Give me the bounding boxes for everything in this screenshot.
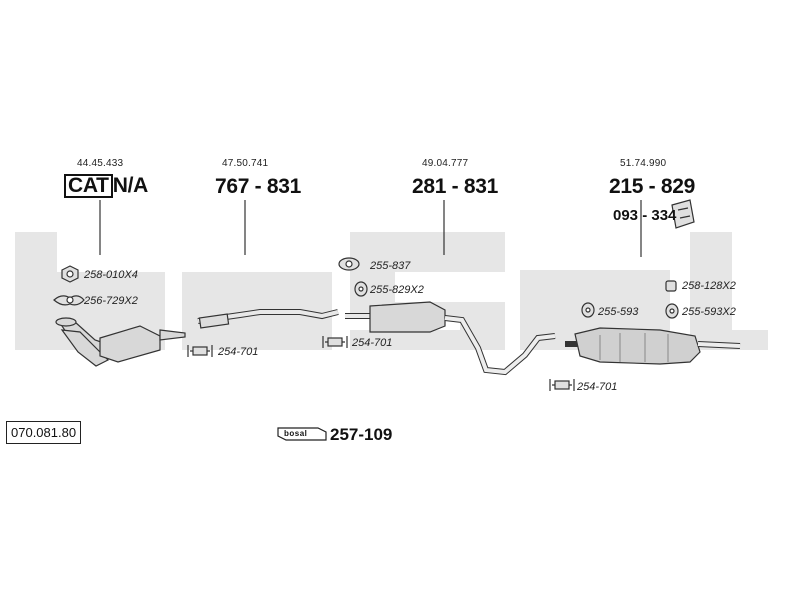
fitting-label: 258-128X2 <box>682 280 736 292</box>
kit-part-number: 257-109 <box>330 425 393 444</box>
cat-label: CAT <box>64 174 113 198</box>
fitting-label: 254-701 <box>577 381 618 393</box>
fitting-label: 255-837 <box>370 260 411 272</box>
part-number-front-pipe: 767 - 831 <box>215 175 302 198</box>
fitting-icons <box>53 199 695 391</box>
fitting-label: 258-010X4 <box>84 269 138 281</box>
part-number-tailpipe-trim: 093 - 334 <box>613 207 677 224</box>
kit-brand: bosal <box>284 429 308 438</box>
fitting-label: 255-593X2 <box>682 306 736 318</box>
leader-lines <box>99 200 642 257</box>
catalytic-converter <box>55 317 186 367</box>
diagram-id: 070.081.80 <box>6 421 82 444</box>
front-pipe <box>197 309 339 329</box>
fitting-label: 256-729X2 <box>84 295 138 307</box>
part-number-rear-muffler: 215 - 829 <box>609 175 696 198</box>
rear-muffler <box>565 327 741 365</box>
center-muffler <box>345 301 556 376</box>
fitting-label: 254-701 <box>218 346 259 358</box>
fitting-label: 255-593 <box>598 306 639 318</box>
oem-number-rear-muffler: 51.74.990 <box>620 158 667 169</box>
oem-number-cat: 44.45.433 <box>77 158 124 169</box>
bracket-icon <box>665 280 677 292</box>
oem-number-center-muffler: 49.04.777 <box>422 158 469 169</box>
tailpipe-trim-icon <box>671 199 695 229</box>
na-label: N/A <box>112 174 149 197</box>
fitting-label: 255-829X2 <box>370 284 424 296</box>
cat-label-row: CAT N/A <box>64 174 148 198</box>
kit-box <box>277 427 327 441</box>
fitting-label: 254-701 <box>352 337 393 349</box>
oem-number-front-pipe: 47.50.741 <box>222 158 269 169</box>
part-number-center-muffler: 281 - 831 <box>412 175 499 198</box>
